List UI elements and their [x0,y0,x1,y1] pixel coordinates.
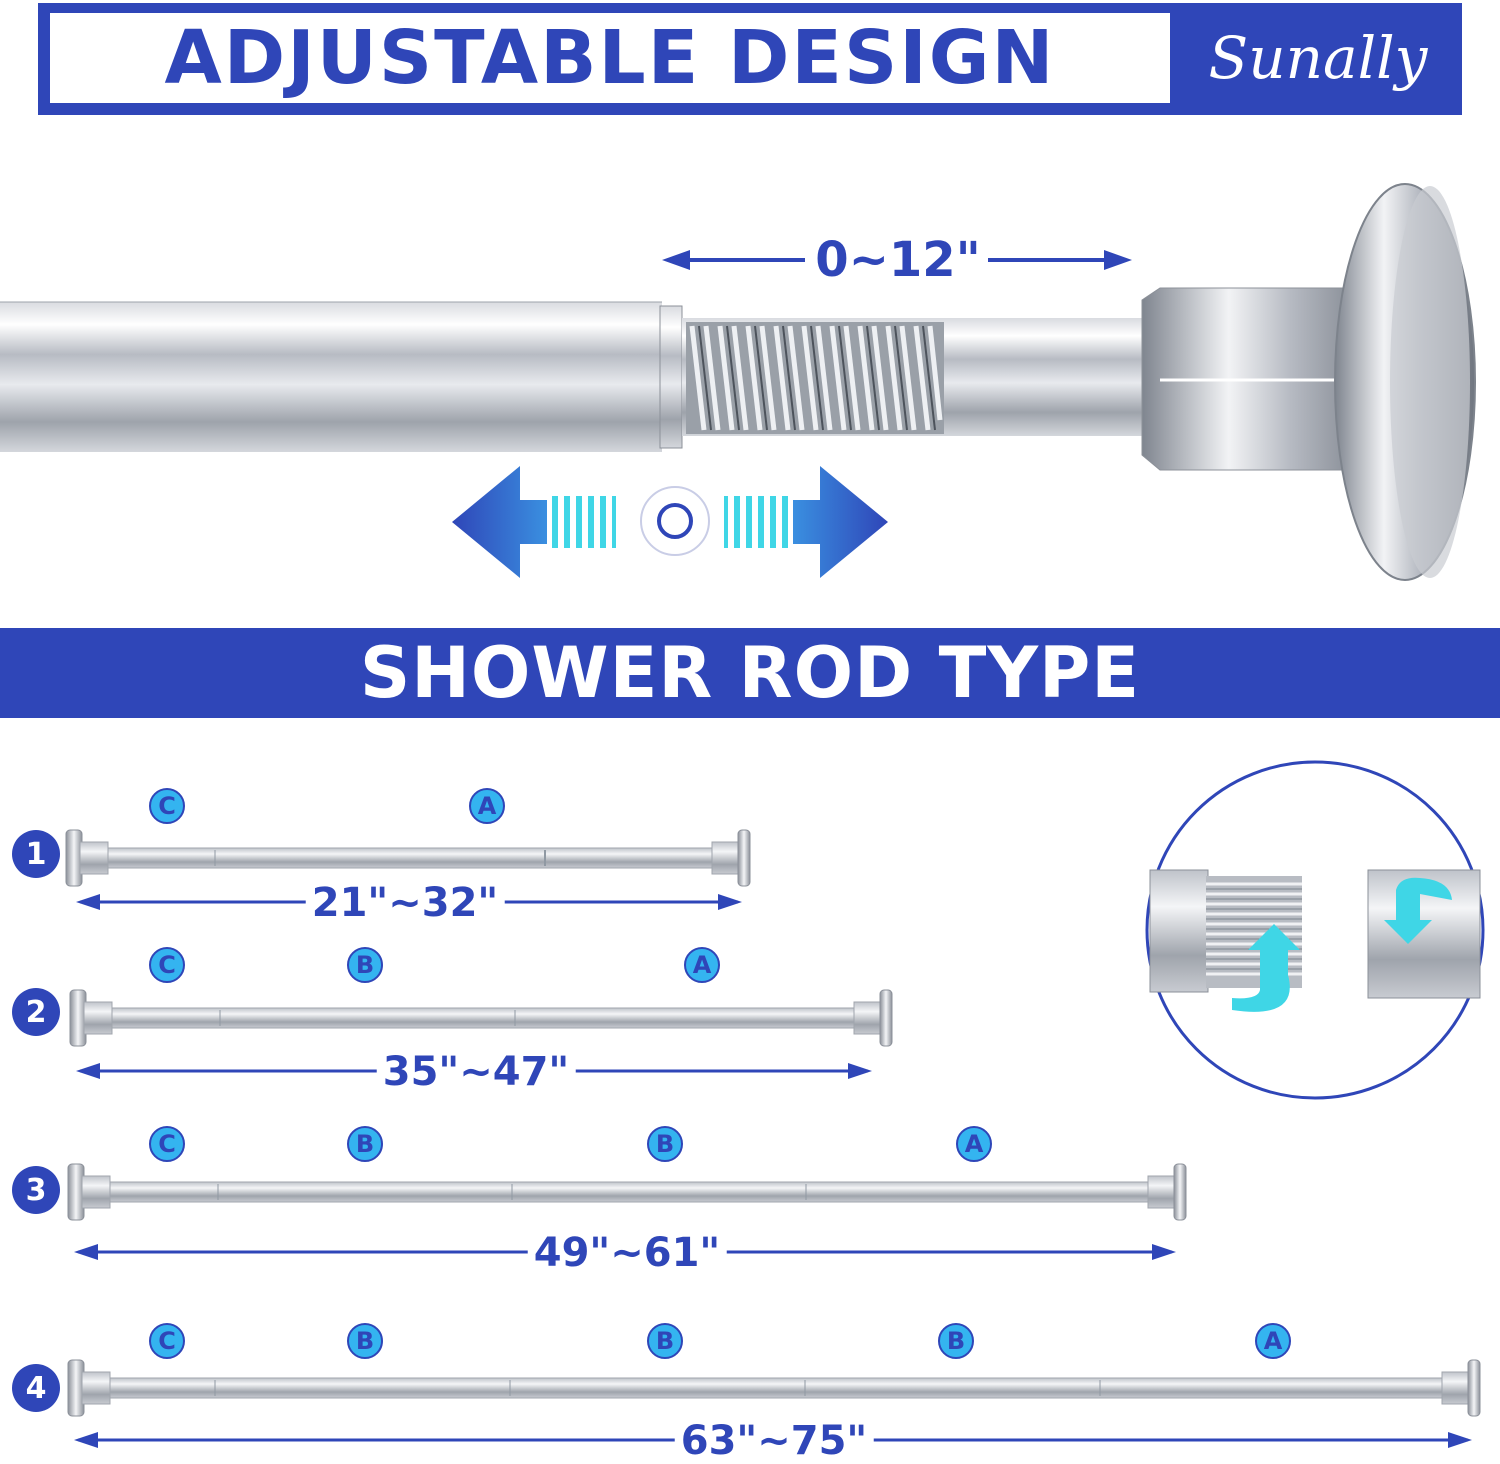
header-title-box: ADJUSTABLE DESIGN [50,13,1170,103]
rod-number-1: 1 [12,830,60,878]
part-badge: B [647,1323,683,1359]
rod-4-dimension [74,1432,1472,1448]
rotate-arrow-icon [1232,877,1452,1012]
screw-connection-detail [1145,760,1485,1100]
part-badge: B [347,1126,383,1162]
part-badge: C [149,947,185,983]
screw-thread-icon [1206,876,1302,988]
header-title: ADJUSTABLE DESIGN [164,15,1056,101]
rod-number-3: 3 [12,1166,60,1214]
part-badge: A [684,947,720,983]
extension-dimension [662,250,1132,270]
part-badge: A [469,788,505,824]
part-badge: A [1255,1323,1291,1359]
brand-logo: Sunally [1208,24,1428,92]
rod-hero-illustration [0,183,1476,581]
rod-number-4: 4 [12,1364,60,1412]
double-arrow-icon [452,466,888,578]
rod-2 [69,989,893,1047]
part-badge: B [647,1126,683,1162]
part-badge: A [956,1126,992,1162]
part-badge: B [938,1323,974,1359]
rod-4-size: 63"~75" [674,1418,874,1464]
rod-number-2: 2 [12,988,60,1036]
rod-2-size: 35"~47" [376,1049,576,1095]
spring-icon [686,322,944,434]
rod-1-dimension [76,894,742,910]
part-badge: B [347,947,383,983]
rod-outer-tube [0,302,662,452]
rod-1-size: 21"~32" [305,880,505,926]
extension-label: 0~12" [815,232,981,288]
part-badge: C [149,788,185,824]
part-badge: C [149,1126,185,1162]
rod-3-size: 49"~61" [527,1230,727,1276]
rod-3 [67,1163,1187,1221]
part-badge: B [347,1323,383,1359]
header-banner: ADJUSTABLE DESIGN Sunally [38,3,1462,115]
rod-3-dimension [74,1244,1176,1260]
rod-4 [67,1359,1481,1417]
rod-2-dimension [76,1063,872,1079]
part-badge: C [149,1323,185,1359]
section-title: SHOWER ROD TYPE [359,632,1141,714]
rod-1 [65,829,751,887]
section-banner: SHOWER ROD TYPE [0,628,1500,718]
